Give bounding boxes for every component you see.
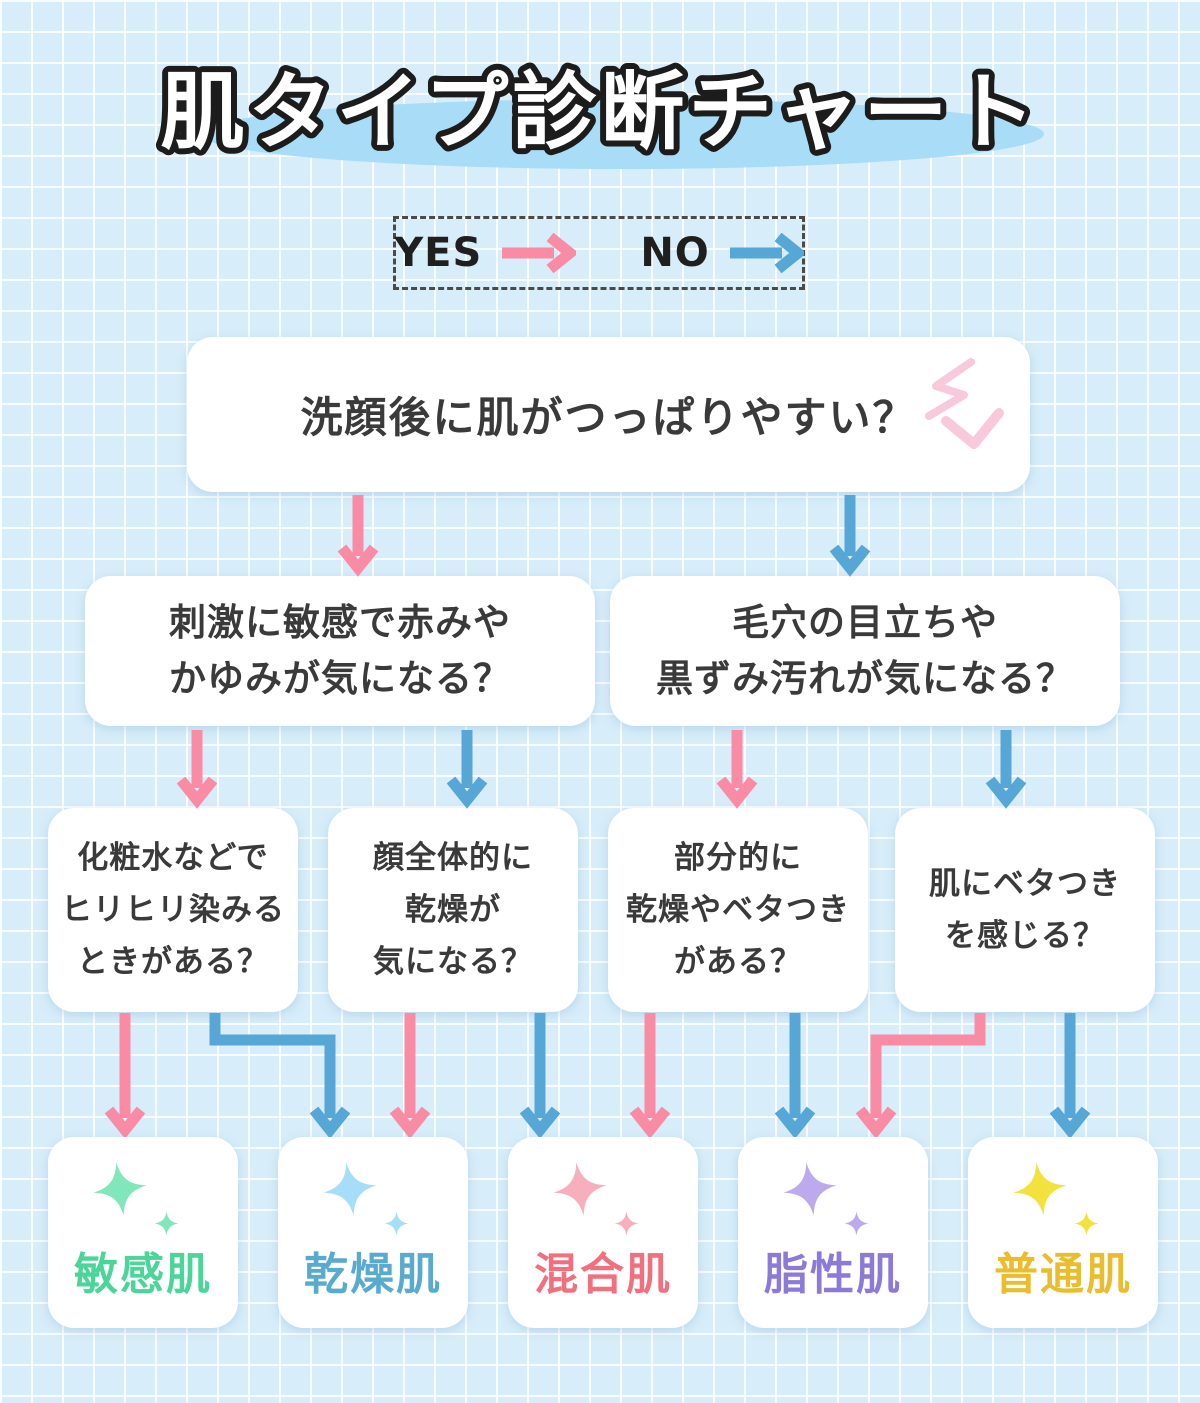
result-dry-skin: 乾燥肌 bbox=[278, 1137, 468, 1328]
result-combination-skin: 混合肌 bbox=[508, 1137, 698, 1328]
page-title: 肌タイプ診断チャート bbox=[160, 63, 1039, 161]
yes-arrow-icon bbox=[502, 233, 577, 273]
question-q2b: 毛穴の目立ちや 黒ずみ汚れが気になる？ bbox=[610, 576, 1120, 726]
legend-yes: YES bbox=[394, 230, 577, 276]
arrow-q1-yes bbox=[337, 495, 379, 577]
arrow-q3b-no bbox=[519, 1013, 561, 1139]
question-q3d-line2: を感じる？ bbox=[945, 918, 1105, 954]
arrow-q3a-no bbox=[209, 1013, 351, 1139]
result-label: 敏感肌 bbox=[74, 1249, 212, 1300]
question-q3b-line3: 気になる？ bbox=[373, 944, 533, 980]
result-sensitive-skin: 敏感肌 bbox=[48, 1137, 238, 1328]
question-q3a-line3: ときがある？ bbox=[77, 944, 269, 980]
title-shadow-ellipse bbox=[200, 99, 1044, 169]
question-q3c: 部分的に 乾燥やベタつき がある？ bbox=[608, 808, 868, 1012]
question-q3d: 肌にベタつき を感じる？ bbox=[895, 808, 1155, 1012]
question-q3c-line3: がある？ bbox=[674, 944, 802, 980]
sparkle-icon bbox=[783, 1162, 837, 1216]
result-label: 脂性肌 bbox=[764, 1249, 902, 1300]
result-label: 乾燥肌 bbox=[304, 1249, 442, 1300]
arrow-q3c-no bbox=[774, 1013, 816, 1139]
question-q2a-line2: かゆみが気になる？ bbox=[169, 657, 511, 700]
result-label: 混合肌 bbox=[534, 1249, 672, 1300]
no-arrow-icon bbox=[729, 233, 804, 273]
sparkle-icon bbox=[93, 1162, 147, 1216]
sparkle-icon bbox=[844, 1211, 869, 1236]
question-q3d-line1: 肌にベタつき bbox=[929, 866, 1121, 902]
arrow-q3d-yes bbox=[855, 1013, 986, 1139]
arrow-q3a-yes bbox=[104, 1013, 146, 1139]
arrow-q3c-yes bbox=[629, 1013, 671, 1139]
question-q3b: 顔全体的に 乾燥が 気になる？ bbox=[328, 808, 578, 1012]
result-oily-skin: 脂性肌 bbox=[738, 1137, 928, 1328]
result-normal-skin: 普通肌 bbox=[968, 1137, 1158, 1328]
legend-no-label: NO bbox=[640, 230, 710, 276]
sparkle-icon bbox=[323, 1162, 377, 1216]
question-q1: 洗顔後に肌がつっぱりやすい？ bbox=[187, 337, 1030, 492]
sparkle-icon bbox=[1074, 1211, 1099, 1236]
question-q2a: 刺激に敏感で赤みや かゆみが気になる？ bbox=[85, 576, 595, 726]
question-q3c-line1: 部分的に bbox=[674, 840, 802, 876]
sparkle-icon bbox=[154, 1211, 179, 1236]
sparkle-icon bbox=[614, 1211, 639, 1236]
question-q3c-line2: 乾燥やベタつき bbox=[626, 892, 850, 928]
sparkle-icon bbox=[553, 1162, 607, 1216]
legend-yes-label: YES bbox=[394, 230, 483, 276]
question-q2b-line1: 毛穴の目立ちや bbox=[732, 601, 998, 644]
question-q3b-line1: 顔全体的に bbox=[373, 840, 533, 876]
arrow-q2b-yes bbox=[716, 730, 758, 809]
legend-box: YES NO bbox=[393, 216, 805, 290]
sparkle-icon bbox=[1013, 1162, 1067, 1216]
arrow-q3d-no bbox=[1049, 1013, 1091, 1139]
arrow-q2b-no bbox=[985, 730, 1027, 809]
arrow-q2a-no bbox=[446, 730, 488, 809]
arrow-q1-no bbox=[829, 495, 871, 577]
question-q3a-line1: 化粧水などで bbox=[77, 840, 269, 876]
legend-no: NO bbox=[640, 230, 804, 276]
result-label: 普通肌 bbox=[994, 1249, 1132, 1300]
page-title-banner: 肌タイプ診断チャート bbox=[154, 57, 1044, 169]
arrow-q3b-yes bbox=[389, 1013, 431, 1139]
question-q3a-line2: ヒリヒリ染みる bbox=[61, 892, 285, 928]
question-q2a-line1: 刺激に敏感で赤みや bbox=[169, 601, 511, 644]
sparkle-icon bbox=[384, 1211, 409, 1236]
question-q3b-line2: 乾燥が bbox=[405, 892, 501, 928]
question-q1-text: 洗顔後に肌がつっぱりやすい？ bbox=[300, 393, 917, 442]
question-q2b-line2: 黒ずみ汚れが気になる？ bbox=[656, 657, 1074, 700]
question-q3a: 化粧水などで ヒリヒリ染みる ときがある？ bbox=[48, 808, 298, 1012]
arrow-q2a-yes bbox=[176, 730, 218, 809]
